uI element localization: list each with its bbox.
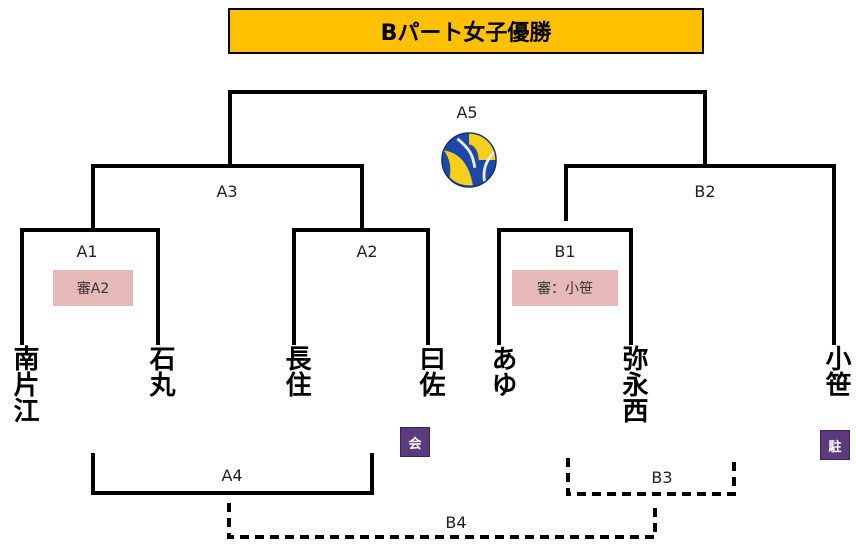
- team-t3: 長住: [281, 345, 311, 397]
- match-label-a1: A1: [76, 242, 98, 261]
- badge-zhu: 駐: [820, 430, 850, 460]
- bracket-line-a5: [228, 90, 707, 168]
- bracket-line-b1: [497, 228, 633, 345]
- volleyball-icon: [441, 132, 497, 188]
- badge-hui: 会: [400, 427, 430, 457]
- team-t4: 曰佐: [415, 345, 445, 397]
- bracket-line-a3: [91, 164, 364, 232]
- team-t2: 石丸: [145, 345, 175, 397]
- match-label-a2: A2: [356, 242, 378, 261]
- team-t7: 小笹: [821, 345, 851, 397]
- match-label-a3: A3: [216, 182, 238, 201]
- referee-box-a1: 審A2: [53, 270, 133, 306]
- bracket-line-b4: [227, 503, 657, 539]
- bracket-line-a4: [91, 453, 374, 495]
- bracket-line-b3: [566, 458, 736, 496]
- match-label-b4: B4: [445, 513, 467, 532]
- team-t1: 南片江: [9, 345, 39, 423]
- match-label-b1: B1: [554, 242, 576, 261]
- referee-box-b1: 審：小笹: [512, 270, 618, 306]
- team-t6: 弥永西: [618, 345, 648, 423]
- team-t5: あゆ: [487, 345, 517, 397]
- match-label-b2: B2: [694, 182, 716, 201]
- match-label-a4: A4: [221, 466, 243, 485]
- bracket-line-a1: [20, 228, 160, 345]
- bracket-line-b2: [564, 164, 836, 345]
- page-title: Bパート女子優勝: [228, 8, 704, 54]
- match-label-b3: B3: [651, 468, 673, 487]
- match-label-a5: A5: [456, 103, 478, 122]
